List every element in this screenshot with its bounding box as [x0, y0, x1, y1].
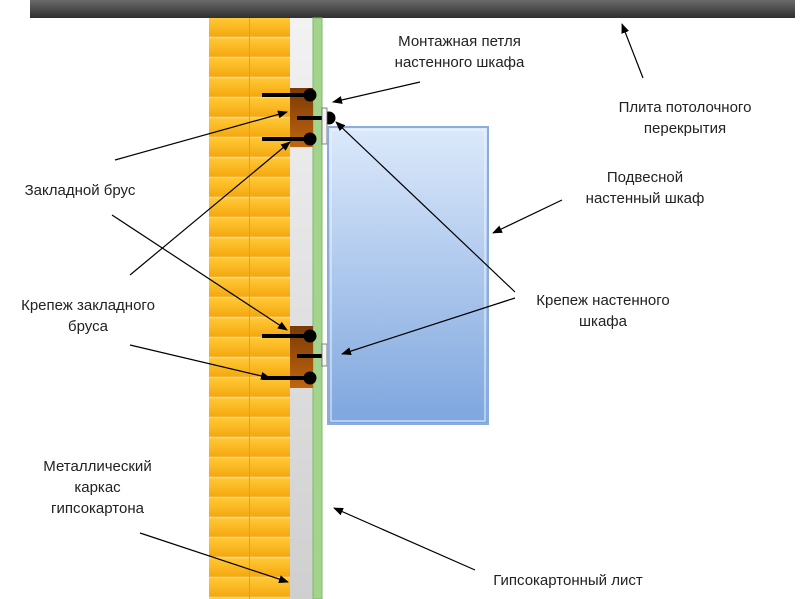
label-line: Монтажная петля [398, 33, 521, 50]
label-line: Крепеж настенного [536, 292, 670, 309]
hinge-plate-bottom [321, 343, 328, 367]
label-drywall: Гипсокартонный лист [478, 570, 658, 591]
label-line: каркас [74, 479, 121, 496]
label-slab: Плита потолочного перекрытия [610, 97, 760, 139]
label-cabinet-fastener: Крепеж настенного шкафа [518, 290, 688, 332]
label-line: шкафа [579, 313, 627, 330]
label-beam: Закладной брус [5, 180, 155, 201]
label-line: Закладной брус [24, 182, 136, 199]
ceiling-slab [30, 0, 795, 18]
label-line: гипсокартона [51, 500, 144, 517]
label-line: настенного шкафа [394, 54, 525, 71]
leader-arrows [111, 23, 644, 583]
label-hinge: Монтажная петля настенного шкафа [377, 31, 542, 73]
label-cabinet: Подвесной настенный шкаф [570, 167, 720, 209]
brick-wall [209, 18, 290, 599]
label-line: Крепеж закладного [21, 297, 155, 314]
label-line: бруса [68, 318, 108, 335]
label-line: перекрытия [643, 120, 727, 137]
label-line: Подвесной [606, 169, 684, 186]
label-line: Плита потолочного [618, 99, 752, 116]
metal-frame [290, 18, 313, 599]
wall-cabinet [327, 126, 489, 425]
label-line: Гипсокартонный лист [493, 572, 643, 589]
label-line: Металлический [43, 458, 152, 475]
label-beam-fastener: Крепеж закладного бруса [3, 295, 173, 337]
hinge-plate-top [321, 107, 328, 145]
label-frame: Металлический каркас гипсокартона [25, 456, 170, 519]
label-line: настенный шкаф [585, 190, 705, 207]
beam-fasteners [262, 88, 336, 385]
drywall-sheet [312, 17, 323, 599]
